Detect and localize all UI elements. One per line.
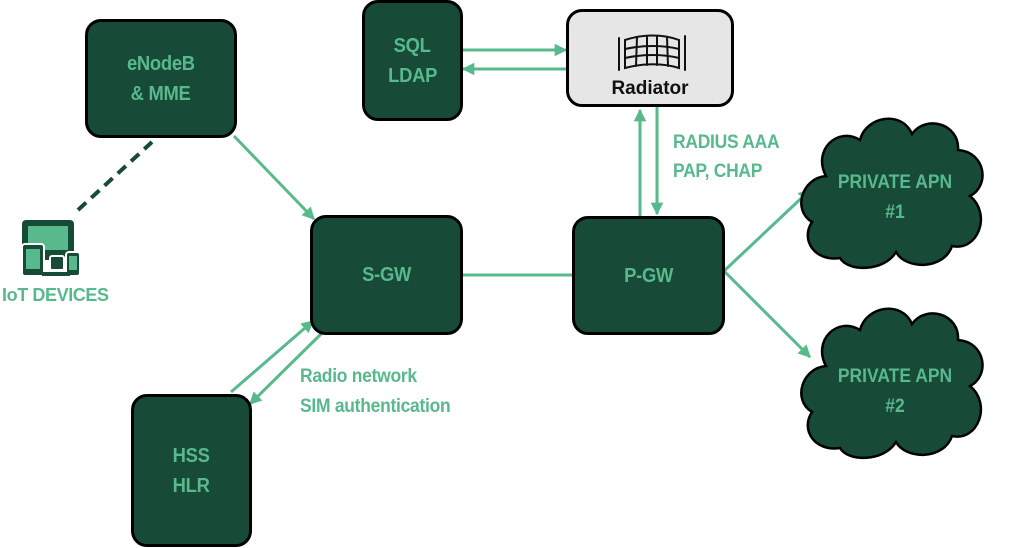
private-apn-1-line2: #1 [885,202,905,223]
sql-ldap-label-line1: SQL [393,34,432,57]
enodeb-mme-label-line2: & MME [131,82,191,105]
p-gw-node: P-GW [572,216,725,335]
p-gw-label: P-GW [624,264,673,287]
s-gw-node: S-GW [310,215,463,335]
pgw-to-apn2-arrow [722,269,812,359]
radiator-label: Radiator [611,78,689,99]
private-apn-1-label: PRIVATE APN #1 [815,168,975,228]
private-apn-2-line1: PRIVATE APN [837,366,953,387]
sql-ldap-label-line2: LDAP [388,64,437,87]
sql-ldap-node: SQL LDAP [362,0,463,121]
enodeb-mme-node: eNodeB & MME [85,19,237,138]
radiator-node: Radiator [566,9,734,107]
hss-to-sgw-arrow [230,319,314,394]
hss-hlr-label-line2: HLR [172,474,211,497]
iot-devices-icon [21,220,81,277]
iot-devices-label: IoT DEVICES [2,285,109,305]
pgw-to-apn1-arrow [722,188,812,273]
radiator-logo-icon [618,34,686,71]
enodeb-mme-label-line1: eNodeB [127,52,195,75]
radius-label-line1: RADIUS AAA [673,132,780,153]
private-apn-1-line1: PRIVATE APN [837,172,953,193]
radius-label-line2: PAP, CHAP [673,161,763,182]
iot-to-enodeb-dashed-link [76,140,154,212]
enodeb-to-sgw-arrow [232,134,316,221]
radio-label-line2: SIM authentication [300,396,451,417]
private-apn-1-cloud [800,117,984,270]
sgw-to-hss-arrow [248,331,324,406]
hss-hlr-node: HSS HLR [131,394,252,547]
private-apn-2-label: PRIVATE APN #2 [815,362,975,422]
private-apn-2-cloud [800,307,984,460]
hss-hlr-label-line1: HSS [172,444,210,467]
private-apn-2-line2: #2 [885,396,905,417]
s-gw-label: S-GW [362,264,411,286]
radio-label-line1: Radio network [300,366,417,387]
